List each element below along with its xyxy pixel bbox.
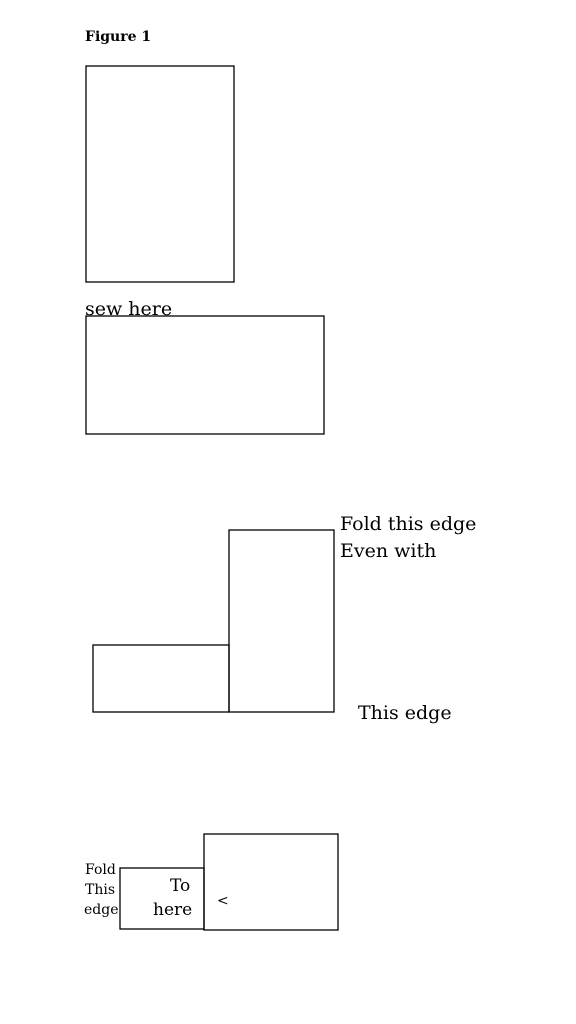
- step3-short-rectangle: [92, 644, 230, 713]
- fold-this-edge-label: Fold this edge: [340, 513, 477, 535]
- fold-label: Fold: [85, 862, 116, 878]
- edge-label: edge: [84, 902, 119, 918]
- even-with-label: Even with: [340, 540, 437, 562]
- this-label: This: [85, 882, 116, 898]
- to-label: To: [170, 876, 191, 896]
- this-edge-label: This edge: [358, 702, 452, 724]
- step2-wide-rectangle: [85, 315, 325, 435]
- arrow-marker: <: [217, 893, 229, 909]
- step1-tall-rectangle: [85, 65, 235, 283]
- sew-here-label: sew here: [85, 298, 173, 320]
- figure-title: Figure 1: [85, 29, 152, 45]
- step3-tall-rectangle: [228, 529, 335, 713]
- step4-large-rectangle: [203, 833, 339, 931]
- here-label: here: [153, 900, 193, 920]
